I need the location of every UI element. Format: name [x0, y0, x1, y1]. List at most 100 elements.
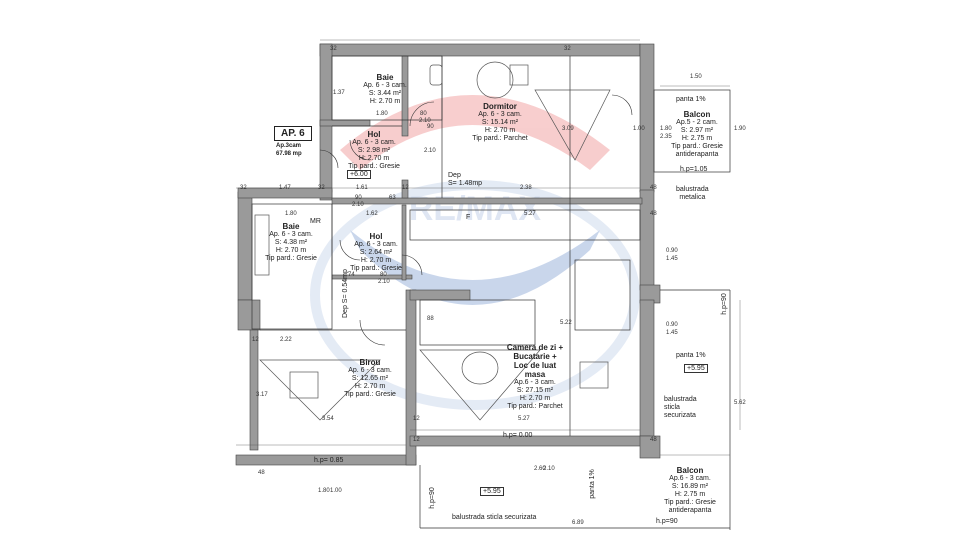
room-balcon-top: Balcon Ap.5 - 2 cam. S: 2.97 m² H: 2.75 …: [662, 110, 732, 159]
balustrada-line-2: sticla: [664, 404, 680, 411]
room-height: H: 2.75 m: [681, 135, 713, 142]
dim-210-d: 2.10: [378, 279, 390, 285]
room-height: H: 2.70 m: [484, 127, 516, 134]
room-area: S: 2.64 m²: [359, 249, 393, 256]
room-floor: Tip pard.: Parchet: [507, 403, 563, 410]
balustrada-metalica: balustrada metalica: [676, 186, 709, 202]
room-hol-mid: Hol Ap. 6 - 3 cam. S: 2.64 m² H: 2.70 m …: [336, 232, 416, 273]
room-apartment: Ap. 6 - 3 cam.: [269, 231, 313, 238]
dim-12-left: 12: [252, 337, 259, 343]
room-title: Baie: [376, 73, 394, 82]
balustrada-line-1: balustrada: [664, 396, 697, 403]
room-floor: Tip pard.: Gresie: [350, 265, 402, 272]
room-area: S: 12.65 m²: [351, 375, 389, 382]
dim-222: 2.22: [280, 337, 292, 343]
dim-12-b: 12: [413, 416, 420, 422]
panta-bottom: panta 1%: [588, 469, 596, 499]
hp-105: h.p=1.05: [680, 166, 708, 173]
room-height: H: 2.75 m: [674, 491, 706, 498]
room-height: H: 2.70 m: [354, 383, 386, 390]
dim-090-a: 90: [427, 124, 434, 130]
dim-080: 80: [420, 111, 427, 117]
svg-text:RE/MAX: RE/MAX: [409, 190, 542, 228]
dim-260: 2.60: [534, 466, 546, 472]
room-height: H: 2.70 m: [275, 247, 307, 254]
dim-527-top: 5.27: [524, 211, 536, 217]
room-apartment: Ap.5 - 2 cam.: [676, 119, 718, 126]
apartment-tag: AP. 6: [274, 126, 312, 141]
dim-210-c: 2.10: [352, 202, 364, 208]
dim-32-top: 32: [330, 46, 337, 52]
dimension-lines: [236, 39, 741, 456]
room-apartment: Ap. 6 - 3 cam.: [352, 139, 396, 146]
room-area: S: 4.38 m²: [274, 239, 308, 246]
dim-32-top2: 32: [564, 46, 571, 52]
dim-354: 3.54: [322, 416, 334, 422]
doors: [319, 94, 633, 346]
panta-top: panta 1%: [676, 96, 706, 103]
room-title: Birou: [359, 358, 381, 367]
dim-090-right: 0.90: [666, 248, 678, 254]
dim-150: 1.50: [690, 74, 702, 80]
dim-689: 6.89: [572, 520, 584, 526]
room-height: H: 2.70 m: [358, 155, 390, 162]
dim-210-b: 2.10: [424, 148, 436, 154]
room-balcon-bottom: Balcon Ap.6 - 3 cam. S: 16.89 m² H: 2.75…: [655, 466, 725, 515]
hp-90-left: h.p=90: [428, 487, 436, 509]
furniture: [254, 61, 611, 421]
dim-309: 3.09: [562, 126, 574, 132]
room-hol-top: Hol Ap. 6 - 3 cam. S: 2.98 m² H: 2.70 m …: [334, 130, 414, 171]
room-apartment: Ap.6 - 3 cam.: [669, 475, 711, 482]
room-apartment: Ap. 6 - 3 cam.: [348, 367, 392, 374]
dim-12-mid: 12: [402, 185, 409, 191]
dim-238: 2.38: [520, 185, 532, 191]
dim-180-bottom: 1.80: [318, 488, 330, 494]
dim-100-bottom: 1.00: [330, 488, 342, 494]
room-area: S: 2.97 m²: [680, 127, 714, 134]
level-marker-600: +6.00: [347, 170, 371, 179]
room-area: S: 27.15 m²: [516, 387, 554, 394]
dim-317: 3.17: [256, 392, 268, 398]
room-floor: Tip pard.: Gresie: [348, 163, 400, 170]
dim-137: 1.37: [333, 90, 345, 96]
room-floor: Tip pard.: Gresie: [664, 499, 716, 506]
dim-32-mid: 32: [318, 185, 325, 191]
room-area: S: 2.98 m²: [357, 147, 391, 154]
dim-48-bottom: 48: [258, 470, 265, 476]
room-camera-de-zi: Camera de zi + Bucatarie + Loc de luat m…: [490, 343, 580, 411]
room-height: H: 2.70 m: [519, 395, 551, 402]
dim-235: 2.35: [660, 134, 672, 140]
room-title: Hol: [367, 130, 381, 139]
dim-80-mid: 80: [380, 272, 387, 278]
apartment-rooms: Ap.3cam: [276, 143, 302, 149]
balustrada-sticla: balustrada sticla securizata: [664, 396, 697, 420]
dim-180: 1.80: [376, 111, 388, 117]
room-title: Balcon: [683, 110, 711, 119]
dim-180b: 1.80: [660, 126, 672, 132]
room-baie-top: Baie Ap. 6 - 3 cam. S: 3.44 m² H: 2.70 m: [345, 73, 425, 106]
room-title: Balcon: [676, 466, 704, 475]
dep-title: Dep: [448, 172, 461, 179]
panta-mid: panta 1%: [676, 352, 706, 359]
dim-32-left: 32: [240, 185, 247, 191]
balustrada-bottom: balustrada sticla securizata: [452, 514, 537, 521]
room-floor-2: antiderapanta: [675, 151, 719, 158]
dim-147: 1.47: [279, 185, 291, 191]
room-birou: Birou Ap. 6 - 3 cam. S: 12.65 m² H: 2.70…: [330, 358, 410, 399]
apartment-area: 67.98 mp: [276, 151, 302, 157]
room-apartment: Ap. 6 - 3 cam.: [363, 82, 407, 89]
dim-090-right2: 0.90: [666, 322, 678, 328]
room-title: Hol: [369, 232, 383, 241]
dim-527-bottom: 5.27: [518, 416, 530, 422]
room-apartment: Ap. 6 - 3 cam.: [478, 111, 522, 118]
hp-085: h.p= 0.85: [314, 457, 344, 464]
room-title-4: masa: [524, 370, 546, 379]
dim-145-right: 1.45: [666, 256, 678, 262]
dim-90-mid: 90: [355, 195, 362, 201]
room-apartment: Ap. 6 - 3 cam.: [354, 241, 398, 248]
room-floor: Tip pard.: Gresie: [344, 391, 396, 398]
hp-000: h.p= 0.00: [503, 432, 533, 439]
level-marker-595-bottom: +5.95: [480, 487, 504, 496]
dep-area: S= 1.48mp: [448, 180, 483, 187]
